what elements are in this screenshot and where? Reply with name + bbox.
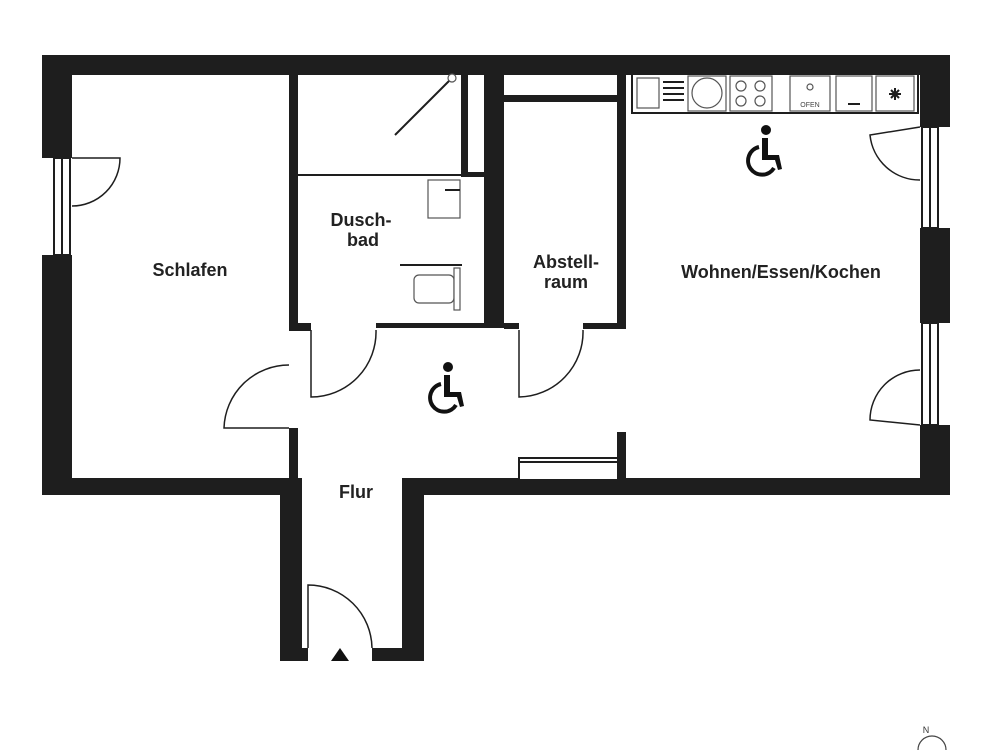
kitchen-row: OFEN bbox=[631, 73, 919, 114]
stove-icon bbox=[687, 75, 727, 112]
cooktop-icon bbox=[729, 75, 773, 112]
built-in-cabinet bbox=[518, 457, 619, 481]
room-label-wohnen: Wohnen/Essen/Kochen bbox=[681, 262, 881, 282]
oven-label: OFEN bbox=[800, 102, 819, 109]
room-label-abstellraum-1: Abstell- bbox=[533, 252, 599, 272]
interior-walls bbox=[289, 70, 626, 483]
fridge-icon bbox=[875, 75, 915, 112]
room-label-flur: Flur bbox=[339, 482, 373, 502]
room-label-duschbad-1: Dusch- bbox=[330, 210, 391, 230]
kitchen-sink-icon bbox=[636, 77, 684, 109]
room-label-duschbad-2: bad bbox=[347, 230, 379, 250]
wheelchair-icon bbox=[746, 125, 782, 177]
window-right-bottom bbox=[921, 322, 939, 426]
compass-north-label: N bbox=[923, 725, 930, 735]
room-label-schlafen: Schlafen bbox=[152, 260, 227, 280]
window-left bbox=[53, 157, 71, 256]
shower-tray bbox=[394, 73, 457, 136]
entrance-arrow-icon bbox=[331, 648, 349, 661]
window-right-top bbox=[921, 126, 939, 229]
door-swings bbox=[71, 126, 921, 649]
room-label-abstellraum-2: raum bbox=[544, 272, 588, 292]
compass-icon: N bbox=[917, 725, 947, 750]
oven-icon: OFEN bbox=[789, 75, 831, 112]
toilet bbox=[413, 267, 461, 311]
bathroom-sink bbox=[427, 179, 461, 219]
outer-walls bbox=[42, 55, 950, 661]
wheelchair-icon bbox=[428, 362, 464, 414]
dishwasher-icon bbox=[835, 75, 873, 112]
